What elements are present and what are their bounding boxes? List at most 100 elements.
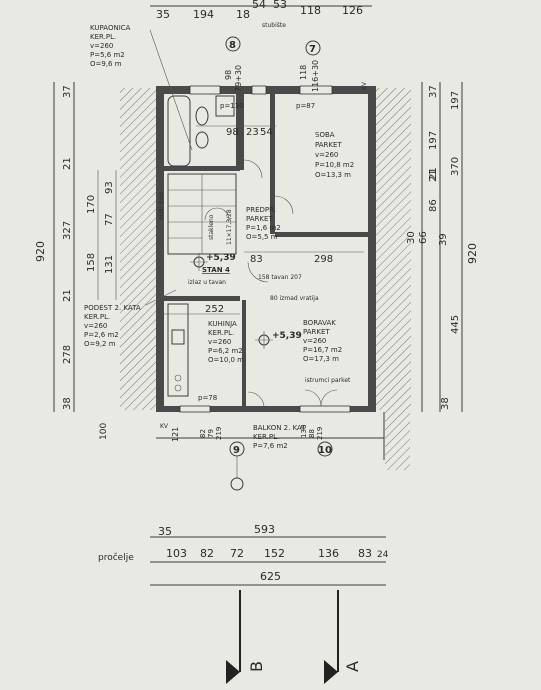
svg-text:158 tavan 207: 158 tavan 207	[258, 274, 302, 281]
room-label-kuhinja: KUHINJA KER.PL. v=260 P=6,2 m2 O=10,0 m	[208, 320, 244, 364]
balcony-hatch	[385, 410, 410, 470]
svg-text:79: 79	[207, 429, 215, 438]
svg-text:278: 278	[62, 345, 73, 364]
room-label-predprostor: PREDPR. PARKET P=1,6 m2 O=5,5 m	[246, 206, 281, 241]
svg-text:KER.PL.: KER.PL.	[90, 33, 116, 41]
low-wall-note: niski dole	[158, 191, 165, 220]
svg-text:35: 35	[158, 525, 172, 538]
svg-text:v=260: v=260	[84, 322, 107, 330]
svg-text:P=5,6 m2: P=5,6 m2	[90, 51, 125, 59]
svg-text:istrumci parket: istrumci parket	[305, 377, 351, 384]
svg-text:23: 23	[246, 127, 259, 138]
section-b-label: B	[247, 661, 266, 672]
svg-text:219: 219	[215, 427, 223, 440]
svg-text:p=78: p=78	[198, 394, 217, 402]
room-label-balkon: BALKON 2. KAT KER.PL. P=7,6 m2	[253, 424, 306, 450]
axis-markers: 8 7 9 10	[225, 36, 333, 491]
svg-text:83: 83	[358, 547, 372, 560]
top-dim: 54	[252, 0, 266, 11]
svg-text:625: 625	[260, 570, 281, 583]
svg-text:131: 131	[104, 255, 115, 274]
svg-text:v=260: v=260	[208, 338, 231, 346]
top-dim: 35	[156, 8, 170, 21]
svg-text:PARKET: PARKET	[303, 328, 330, 336]
left-neighbour-hatch	[120, 88, 156, 410]
level-mark-stan: +5,39 STAN 4 izlaz u tavan	[188, 253, 236, 286]
svg-text:P=7,6 m2: P=7,6 m2	[253, 442, 288, 450]
svg-text:98: 98	[226, 127, 239, 138]
svg-text:21: 21	[62, 157, 73, 170]
svg-text:21: 21	[428, 169, 439, 182]
svg-text:P=16,7 m2: P=16,7 m2	[303, 346, 342, 354]
svg-text:158: 158	[86, 253, 97, 272]
svg-text:39: 39	[438, 233, 449, 246]
top-dim: 53	[273, 0, 287, 11]
svg-text:83: 83	[250, 254, 263, 265]
svg-text:370: 370	[450, 157, 461, 176]
svg-text:BORAVAK: BORAVAK	[303, 319, 336, 327]
svg-text:100: 100	[99, 423, 109, 440]
stubiste-label: stubište	[262, 22, 286, 29]
svg-text:O=17,3 m: O=17,3 m	[303, 355, 339, 363]
interior-dimensions: 98 23 54 p=130 p=87 98 79+30 118 116+30 …	[99, 60, 368, 442]
section-markers: B A	[226, 590, 362, 684]
svg-text:STAN 4: STAN 4	[202, 266, 230, 274]
svg-text:170: 170	[86, 195, 97, 214]
svg-text:93: 93	[104, 181, 115, 194]
svg-text:KV: KV	[160, 423, 169, 430]
svg-text:PARKET: PARKET	[315, 141, 342, 149]
top-dimension-chain: 35 194 18 54 53 118 126 stubište	[150, 0, 372, 29]
svg-text:21: 21	[428, 167, 439, 180]
top-dim: 126	[342, 4, 363, 17]
svg-text:O=13,3 m: O=13,3 m	[315, 171, 351, 179]
svg-text:p=130: p=130	[220, 102, 244, 110]
svg-text:136: 136	[318, 547, 339, 560]
svg-text:21: 21	[62, 289, 73, 302]
section-a-label: A	[343, 661, 362, 672]
svg-text:116+30: 116+30	[311, 60, 320, 92]
svg-text:82: 82	[199, 429, 207, 438]
svg-text:72: 72	[230, 547, 244, 560]
svg-text:P=1,6 m2: P=1,6 m2	[246, 224, 281, 232]
svg-text:P=6,2 m2: P=6,2 m2	[208, 347, 243, 355]
svg-text:445: 445	[450, 315, 461, 334]
svg-text:p=87: p=87	[296, 102, 315, 110]
svg-text:PREDPR.: PREDPR.	[246, 206, 276, 214]
svg-text:+5,39: +5,39	[206, 253, 236, 263]
svg-text:O=9,6 m: O=9,6 m	[90, 60, 122, 68]
svg-text:66: 66	[418, 231, 429, 244]
svg-text:79+30: 79+30	[234, 65, 243, 92]
svg-text:PODEST 2. KATA: PODEST 2. KATA	[84, 304, 141, 312]
svg-text:KER.PL.: KER.PL.	[84, 313, 110, 321]
svg-text:KER.PL.: KER.PL.	[208, 329, 234, 337]
kitchen-fixtures	[167, 303, 189, 397]
svg-text:136: 136	[300, 424, 308, 438]
svg-text:P=2,6 m2: P=2,6 m2	[84, 331, 119, 339]
svg-text:KER.PL.: KER.PL.	[253, 433, 279, 441]
svg-text:PARKET: PARKET	[246, 215, 273, 223]
left-dimension-chain: 920 37 327 170 21 93 77 158 131 21 278 3…	[34, 82, 117, 412]
svg-text:izlaz u tavan: izlaz u tavan	[188, 279, 226, 286]
svg-text:O=9,2 m: O=9,2 m	[84, 340, 116, 348]
svg-text:O=5,5 m: O=5,5 m	[246, 233, 278, 241]
svg-text:103: 103	[166, 547, 187, 560]
stair-step-note: 11×17,3/28	[226, 209, 233, 245]
door-swings	[243, 159, 338, 407]
svg-text:37: 37	[428, 85, 439, 98]
svg-text:pročelje: pročelje	[98, 552, 134, 563]
svg-text:24: 24	[377, 550, 389, 560]
svg-text:38: 38	[440, 397, 451, 410]
svg-text:v=260: v=260	[315, 151, 338, 159]
windows	[179, 85, 351, 413]
svg-text:593: 593	[254, 523, 275, 536]
svg-text:v=260: v=260	[90, 42, 113, 50]
svg-text:+5,39: +5,39	[272, 331, 302, 341]
svg-text:152: 152	[264, 547, 285, 560]
svg-text:KUHINJA: KUHINJA	[208, 320, 237, 328]
room-label-boravak: +5,39 BORAVAK PARKET v=260 P=16,7 m2 O=1…	[255, 319, 351, 384]
svg-text:KV: KV	[361, 81, 368, 90]
svg-text:KUPAONICA: KUPAONICA	[90, 24, 131, 32]
axis-7-label: 7	[309, 44, 316, 55]
svg-text:SOBA: SOBA	[315, 131, 335, 139]
